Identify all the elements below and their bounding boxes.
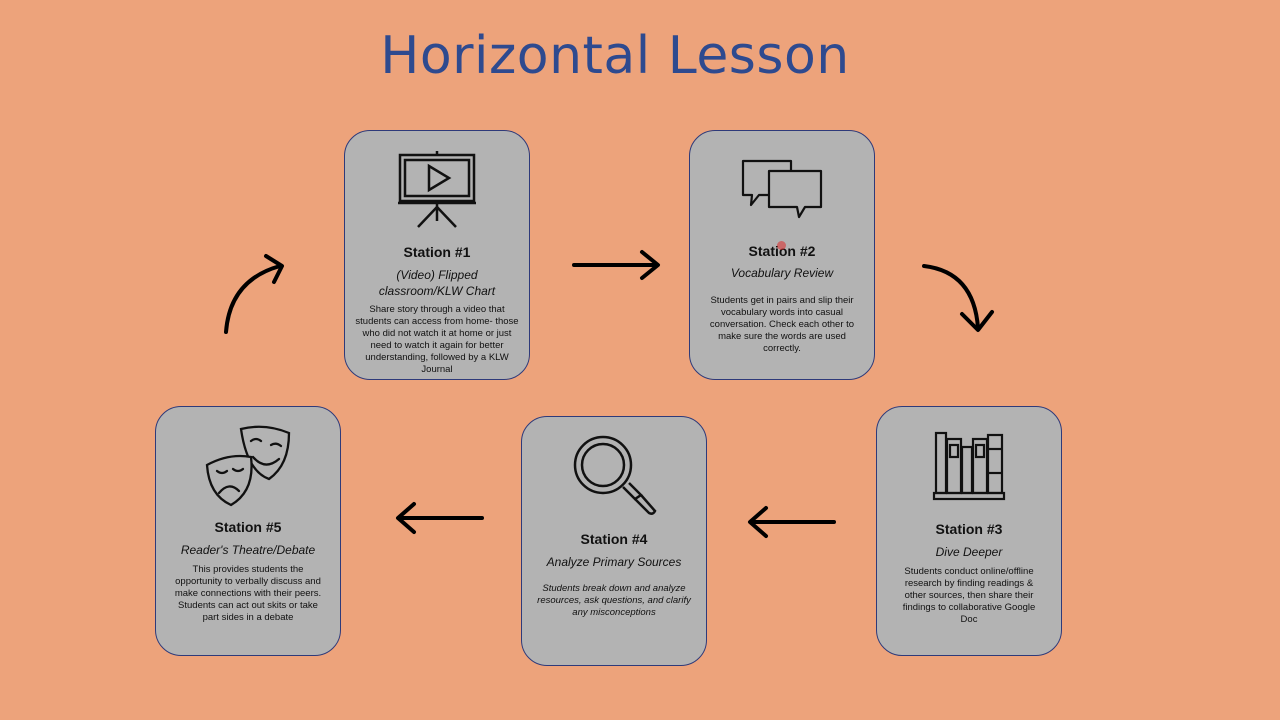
station-description: Students get in pairs and slip their voc… [709,295,855,354]
station-card-2: Station #2 Vocabulary Review Students ge… [689,130,875,380]
cursor-pointer [777,241,786,250]
station-description: Share story through a video that student… [355,304,519,375]
station-description: Students break down and analyze resource… [537,583,691,618]
station-name: Station #1 [403,244,471,260]
arrow-curved-up-icon [224,254,284,334]
speech-bubbles-icon [690,157,874,221]
station-subtitle: Dive Deeper [935,545,1003,559]
presentation-screen-icon [345,151,529,229]
books-icon [877,429,1061,501]
arrow-right-icon [572,250,660,280]
station-card-3: Station #3 Dive Deeper Students conduct … [876,406,1062,656]
station-name: Station #2 [748,243,816,259]
arrow-curved-down-icon [922,264,994,332]
magnifier-icon [522,433,706,519]
station-subtitle: (Video) Flipped classroom/KLW Chart [378,268,496,298]
arrow-left-icon [396,502,484,534]
station-name: Station #5 [214,519,282,535]
station-subtitle: Vocabulary Review [730,266,834,280]
page-title: Horizontal Lesson [380,26,850,86]
theatre-masks-icon [156,421,340,511]
station-subtitle: Reader's Theatre/Debate [180,543,316,557]
station-card-5: Station #5 Reader's Theatre/Debate This … [155,406,341,656]
arrow-left-icon [748,506,836,538]
station-description: This provides students the opportunity t… [174,564,322,623]
station-card-1: Station #1 (Video) Flipped classroom/KLW… [344,130,530,380]
station-card-4: Station #4 Analyze Primary Sources Stude… [521,416,707,666]
station-name: Station #3 [935,521,1003,537]
station-subtitle: Analyze Primary Sources [546,555,682,569]
station-description: Students conduct online/offline research… [902,566,1036,625]
station-name: Station #4 [580,531,648,547]
